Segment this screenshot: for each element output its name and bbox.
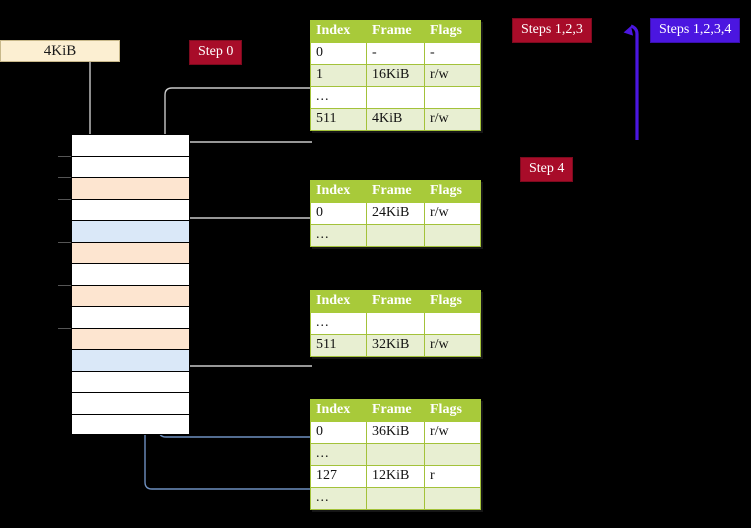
memory-frame-row [71,155,190,177]
cell-flags: - [424,42,481,65]
cell-flags [424,443,481,466]
cell-flags: r/w [424,202,481,225]
wire-t1r0-to-memory [179,217,312,252]
column-header-index: Index [310,180,367,203]
cell-flags: r/w [424,334,481,357]
cell-index: ... [310,443,367,466]
column-header-frame: Frame [366,290,425,313]
cell-frame [366,312,425,335]
column-header-index: Index [310,290,367,313]
memory-frame-row [71,327,190,349]
cell-index: 0 [310,42,367,65]
table-row: ... [310,443,481,466]
cell-index: ... [310,224,367,247]
memory-frame-row [71,413,190,435]
badge-step-4: Step 4 [520,157,574,182]
wire-t2r511-to-memory [168,314,312,367]
memory-frame-row [71,198,190,220]
memory-row-tick [58,198,71,200]
cell-flags [424,487,481,510]
cell-index: 0 [310,421,367,444]
table-row: ... [310,312,481,335]
memory-frame-row [71,306,190,328]
badge-steps-1-2-3-4: Steps 1,2,3,4 [650,18,741,43]
column-header-flags: Flags [424,180,481,203]
cell-index: ... [310,487,367,510]
cell-index: ... [310,86,367,109]
cell-index: 511 [310,334,367,357]
badge-step-0: Step 0 [189,40,243,65]
cell-flags [424,312,481,335]
memory-frame-row [71,177,190,199]
column-header-flags: Flags [424,290,481,313]
memory-frame-row [71,263,190,285]
cell-flags: r/w [424,108,481,131]
cell-frame: 4KiB [366,108,425,131]
memory-frame-row [71,349,190,371]
memory-row-tick [58,177,71,178]
cell-frame [366,487,425,510]
badge-steps-1-2-3: Steps 1,2,3 [512,18,592,43]
cell-frame [366,443,425,466]
cell-index: 127 [310,465,367,488]
column-header-index: Index [310,399,367,422]
table-row: ... [310,86,481,109]
memory-row-tick [58,284,71,286]
memory-row-tick [58,327,71,329]
cell-frame: 12KiB [366,465,425,488]
cell-index: 1 [310,64,367,87]
cell-index: 511 [310,108,367,131]
cell-index: 0 [310,202,367,225]
memory-row-tick [58,241,71,243]
cell-flags: r/w [424,64,481,87]
cell-frame: 16KiB [366,64,425,87]
table-row: ... [310,224,481,247]
column-header-index: Index [310,20,367,43]
memory-frame-row [71,284,190,306]
memory-frame-row [71,220,190,242]
cell-flags [424,86,481,109]
cell-flags: r/w [424,421,481,444]
memory-row-tick [58,155,71,157]
kib-size-box: 4KiB [0,40,120,62]
memory-frame-row [71,134,190,156]
table-row: ... [310,487,481,510]
cell-frame: - [366,42,425,65]
wire-steps-1234-arrow [623,24,639,140]
cell-frame: 36KiB [366,421,425,444]
cell-flags [424,224,481,247]
cell-index: ... [310,312,367,335]
column-header-frame: Frame [366,20,425,43]
cell-frame: 24KiB [366,202,425,225]
cell-frame [366,224,425,247]
physical-memory-column [58,134,190,435]
column-header-frame: Frame [366,180,425,203]
memory-frame-row [71,241,190,263]
column-header-frame: Frame [366,399,425,422]
memory-frame-row [71,392,190,414]
cell-flags: r [424,465,481,488]
cell-frame: 32KiB [366,334,425,357]
memory-frame-row [71,370,190,392]
column-header-flags: Flags [424,20,481,43]
column-header-flags: Flags [424,399,481,422]
cell-frame [366,86,425,109]
table-row: 0-- [310,42,481,65]
